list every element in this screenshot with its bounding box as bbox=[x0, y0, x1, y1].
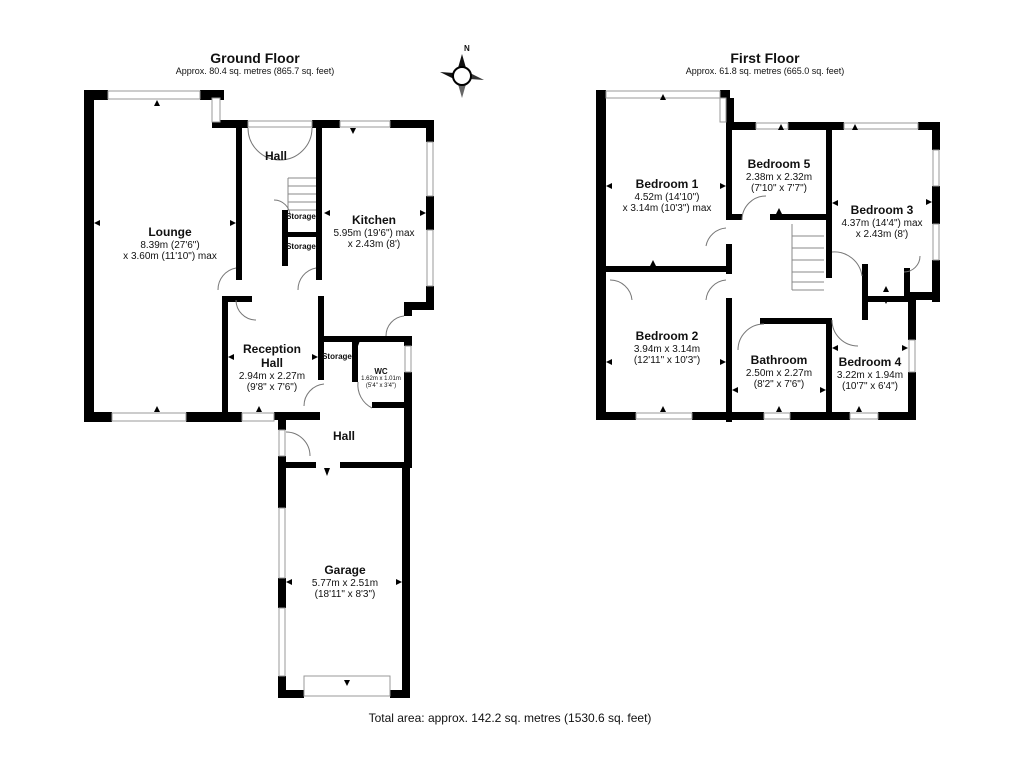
room-dimensions: 4.37m (14'4") max bbox=[841, 217, 923, 229]
room-dimensions: (18'11" x 8'3") bbox=[314, 589, 376, 601]
room-dimensions: x 3.14m (10'3") max bbox=[622, 203, 712, 215]
room-name: Bedroom 1 bbox=[635, 177, 699, 191]
room-dimensions: (10'7" x 6'4") bbox=[842, 381, 898, 393]
room-garage: Garage 5.77m x 2.51m (18'11" x 8'3") bbox=[290, 563, 400, 601]
ground-stairs bbox=[287, 177, 316, 211]
room-bedroom-2: Bedroom 2 3.94m x 3.14m (12'11" x 10'3") bbox=[608, 329, 726, 367]
room-bedroom-4: Bedroom 4 3.22m x 1.94m (10'7" x 6'4") bbox=[832, 355, 908, 393]
room-storage-2: Storage bbox=[286, 242, 316, 251]
room-dimensions: (12'11" x 10'3") bbox=[633, 355, 701, 367]
room-storage-3: Storage bbox=[322, 352, 352, 361]
room-name: Garage bbox=[324, 563, 366, 577]
ground-floor-area: Approx. 80.4 sq. metres (865.7 sq. feet) bbox=[175, 66, 335, 76]
first-floor-walls bbox=[596, 90, 940, 422]
room-reception-hall: Reception Hall 2.94m x 2.27m (9'8" x 7'6… bbox=[226, 342, 318, 394]
room-dimensions: 2.94m x 2.27m bbox=[238, 370, 306, 382]
room-wc: WC 1.62m x 1.01m (5'4" x 3'4") bbox=[358, 367, 404, 390]
room-bedroom-3: Bedroom 3 4.37m (14'4") max x 2.43m (8') bbox=[832, 203, 932, 241]
room-dimensions: 2.38m x 2.32m bbox=[745, 171, 813, 183]
room-kitchen: Kitchen 5.95m (19'6") max x 2.43m (8') bbox=[322, 213, 426, 251]
room-dimensions: (7'10" x 7'7") bbox=[751, 183, 807, 195]
ground-floor-title: Ground Floor bbox=[210, 50, 300, 66]
ground-dimension-arrows bbox=[94, 100, 426, 686]
ground-floor-windows bbox=[107, 90, 434, 697]
room-dimensions: 1.62m x 1.01m bbox=[361, 376, 401, 383]
room-hall-upper: Hall bbox=[264, 149, 287, 163]
room-name: Bedroom 4 bbox=[838, 355, 902, 369]
room-hall-lower: Hall bbox=[332, 429, 355, 443]
room-dimensions: 8.39m (27'6") bbox=[140, 239, 200, 251]
total-area: Total area: approx. 142.2 sq. metres (15… bbox=[368, 711, 652, 725]
room-lounge: Lounge 8.39m (27'6") x 3.60m (11'10") ma… bbox=[100, 225, 240, 263]
compass-rose-icon bbox=[440, 54, 484, 98]
room-name: Reception Hall bbox=[242, 342, 301, 370]
room-dimensions: x 2.43m (8') bbox=[347, 239, 401, 251]
room-name: Bathroom bbox=[750, 353, 808, 367]
first-stairs bbox=[791, 224, 824, 291]
room-dimensions: 2.50m x 2.27m bbox=[745, 367, 813, 379]
room-dimensions: 3.22m x 1.94m bbox=[836, 369, 904, 381]
room-storage-1: Storage bbox=[286, 212, 316, 221]
first-dimension-arrows bbox=[606, 94, 932, 412]
room-dimensions: x 2.43m (8') bbox=[855, 229, 909, 241]
first-floor-area: Approx. 61.8 sq. metres (665.0 sq. feet) bbox=[685, 66, 845, 76]
compass-north-label: N bbox=[464, 44, 470, 53]
ground-floor-walls bbox=[84, 90, 434, 698]
room-name: Kitchen bbox=[351, 213, 396, 227]
ground-door-swings bbox=[217, 127, 405, 457]
room-dimensions: 5.95m (19'6") max bbox=[333, 227, 415, 239]
room-bathroom: Bathroom 2.50m x 2.27m (8'2" x 7'6") bbox=[732, 353, 826, 391]
room-dimensions: x 3.60m (11'10") max bbox=[123, 251, 217, 263]
room-dimensions: 3.94m x 3.14m bbox=[633, 343, 701, 355]
room-dimensions: 4.52m (14'10") bbox=[634, 191, 700, 203]
room-dimensions: (5'4" x 3'4") bbox=[365, 383, 397, 390]
first-floor-title: First Floor bbox=[730, 50, 800, 66]
room-dimensions: (8'2" x 7'6") bbox=[753, 379, 805, 391]
room-dimensions: (9'8" x 7'6") bbox=[246, 382, 298, 394]
room-name: Bedroom 5 bbox=[747, 157, 811, 171]
room-bedroom-1: Bedroom 1 4.52m (14'10") x 3.14m (10'3")… bbox=[608, 177, 726, 215]
room-name: WC bbox=[374, 367, 388, 376]
room-name: Bedroom 2 bbox=[635, 329, 699, 343]
room-name: Lounge bbox=[148, 225, 192, 239]
first-door-swings bbox=[609, 195, 921, 351]
room-bedroom-5: Bedroom 5 2.38m x 2.32m (7'10" x 7'7") bbox=[732, 157, 826, 195]
room-name: Bedroom 3 bbox=[850, 203, 914, 217]
room-dimensions: 5.77m x 2.51m bbox=[311, 577, 379, 589]
